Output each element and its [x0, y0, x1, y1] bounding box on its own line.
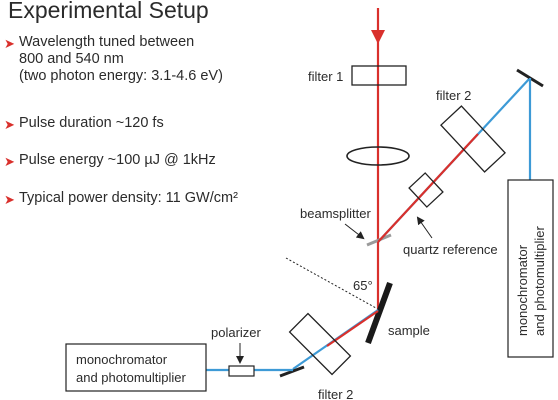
filter-1: [351, 65, 407, 86]
filter-2-bottom: [288, 312, 352, 376]
mono-bottom-line-2: and photomultiplier: [76, 370, 187, 385]
bullet-line: (two photon energy: 3.1-4.6 eV): [19, 68, 223, 84]
quartz-pointer: [416, 216, 433, 239]
angle-label: 65°: [353, 278, 373, 293]
filter-2-bottom-label: filter 2: [318, 387, 353, 400]
mono-right-line-2: and photomultiplier: [532, 225, 547, 336]
lens: [346, 146, 410, 166]
filter-2-top: [440, 105, 506, 173]
slide-title: Experimental Setup: [8, 0, 209, 23]
bullet-line: Typical power density: 11 GW/cm²: [19, 190, 238, 206]
monochromator-right: [507, 179, 554, 358]
sample-label: sample: [388, 323, 430, 338]
quartz-reference: [408, 172, 444, 208]
beam-direction-arrow-icon: [371, 30, 385, 44]
polarizer: [228, 365, 255, 377]
sample: [365, 281, 393, 345]
polarizer-label: polarizer: [211, 325, 262, 340]
bullet-arrow-icon: ➤: [4, 36, 15, 51]
reference-beam-red: [377, 133, 479, 243]
monochromator-bottom: [65, 343, 207, 392]
bullet-arrow-icon: ➤: [4, 117, 15, 132]
bullet-arrow-icon: ➤: [4, 192, 15, 207]
surface-normal: [285, 257, 377, 309]
mono-right-line-1: monochromator: [515, 244, 530, 336]
filter-1-label: filter 1: [308, 69, 343, 84]
beamsplitter-label: beamsplitter: [300, 206, 371, 221]
beamsplitter-pointer: [344, 223, 365, 240]
bullet-line: Pulse duration ~120 fs: [19, 115, 164, 131]
mono-bottom-line-1: monochromator: [76, 352, 168, 367]
bullet-line: Wavelength tuned between: [19, 34, 195, 50]
quartz-reference-label: quartz reference: [403, 242, 498, 257]
filter-2-top-label: filter 2: [436, 88, 471, 103]
bullet-line: 800 and 540 nm: [19, 51, 124, 67]
bullet-arrow-icon: ➤: [4, 154, 15, 169]
bullet-line: Pulse energy ~100 µJ @ 1kHz: [19, 152, 216, 168]
mirror-bottom: [279, 365, 305, 378]
reflected-beam-red: [326, 310, 379, 347]
